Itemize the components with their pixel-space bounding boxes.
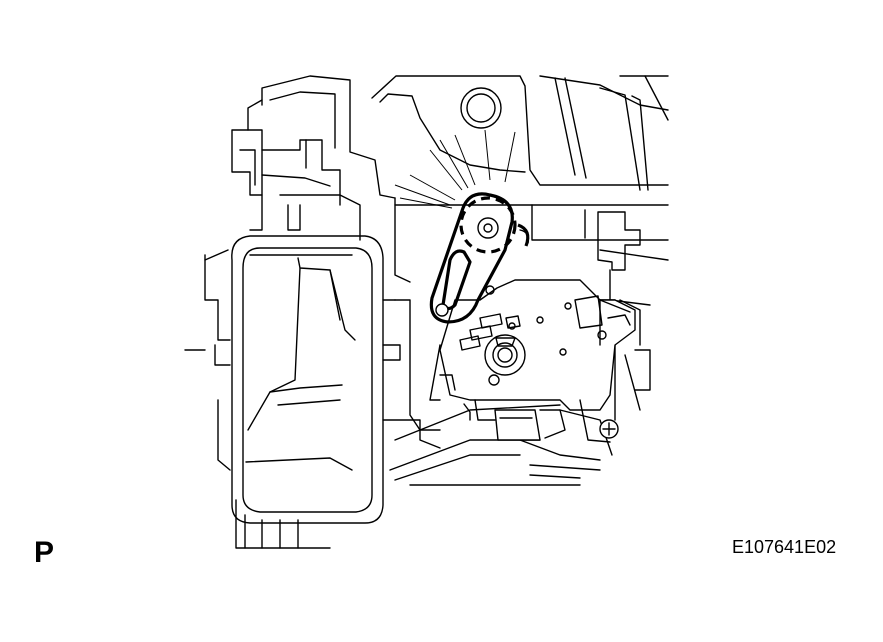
left-housing: [184, 99, 361, 549]
gear-hatching: [394, 129, 516, 209]
duct-opening: [231, 235, 401, 524]
view-label: P: [34, 536, 55, 569]
connection-highlight-circle: [459, 196, 517, 254]
figure-code: E107641E02: [732, 537, 837, 557]
damper-link-lever: [429, 192, 530, 324]
damper-servo-actuator: [439, 279, 636, 443]
upper-housing: [261, 75, 669, 306]
